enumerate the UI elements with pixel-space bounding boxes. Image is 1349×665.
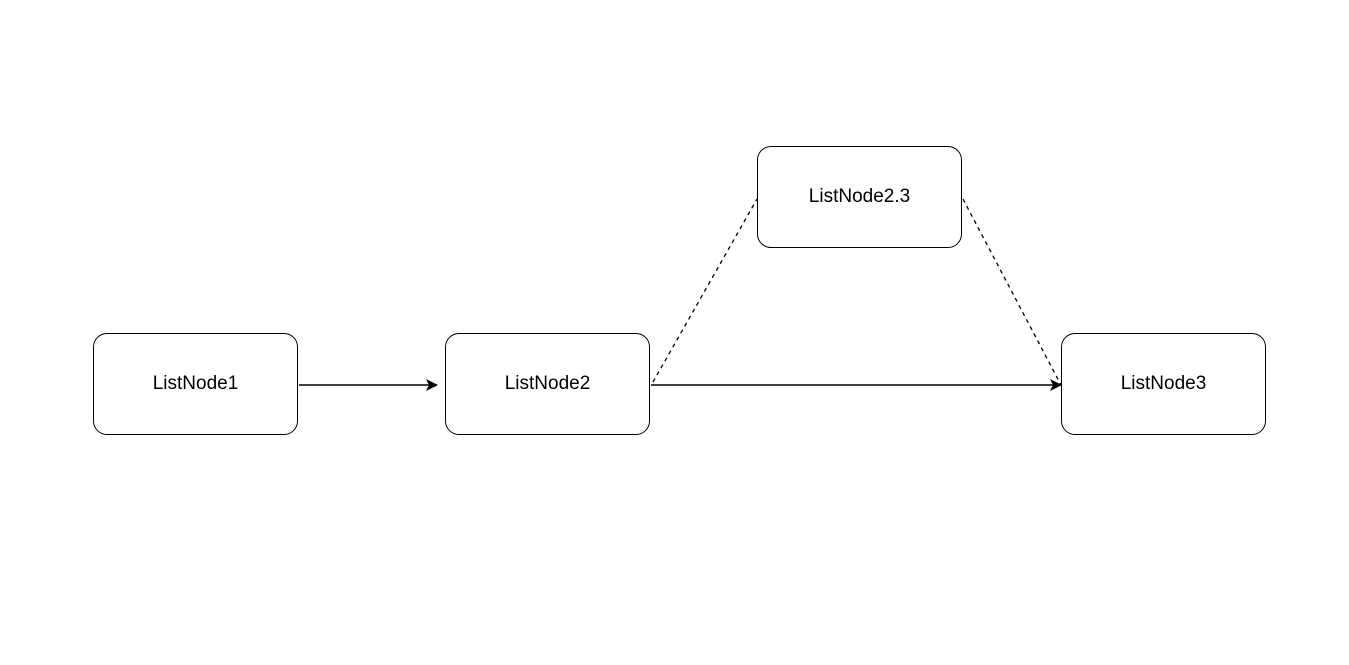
list-node-1[interactable]: ListNode1 bbox=[93, 333, 298, 435]
list-node-2-3[interactable]: ListNode2.3 bbox=[757, 146, 962, 248]
list-node-2[interactable]: ListNode2 bbox=[445, 333, 650, 435]
list-node-2-3-label: ListNode2.3 bbox=[808, 186, 911, 207]
list-node-3-label: ListNode3 bbox=[1120, 373, 1207, 394]
dashed-edge-listnode2-3-to-listnode3 bbox=[962, 198, 1062, 386]
list-node-2-label: ListNode2 bbox=[504, 373, 591, 394]
list-node-3[interactable]: ListNode3 bbox=[1061, 333, 1266, 435]
list-node-1-label: ListNode1 bbox=[152, 373, 239, 394]
dashed-edge-listnode2-to-listnode2-3 bbox=[652, 198, 758, 383]
